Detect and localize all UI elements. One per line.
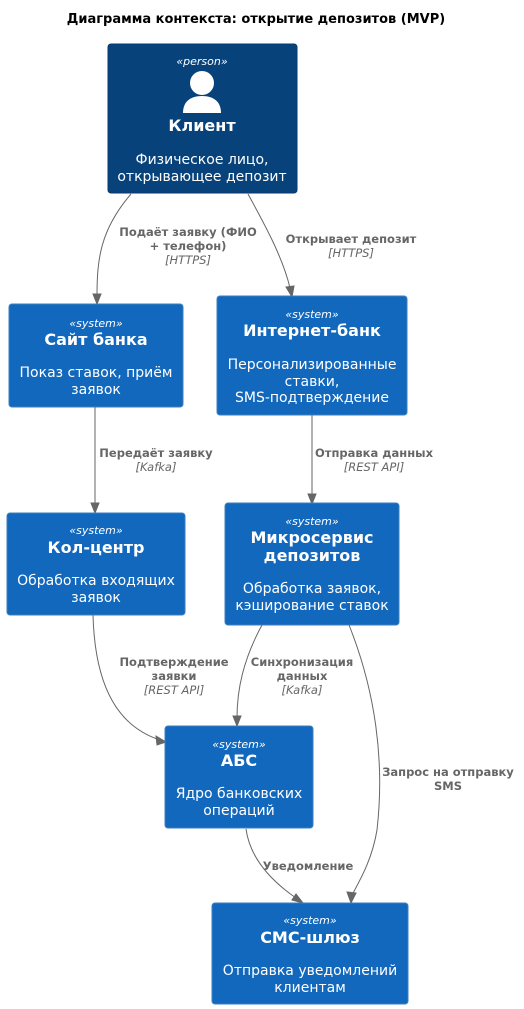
node-callcenter-desc-2: заявок [71,590,121,606]
edge-micro-sms-arrow [346,891,357,905]
edge-abs-sms [245,828,297,899]
person-icon [183,71,221,113]
node-sms-desc-2: клиентам [274,980,346,996]
node-site-stereotype: «system» [69,317,123,330]
node-micro-desc-2: кэширование ставок [235,598,388,614]
edge-label-micro-sms-2: SMS [434,779,462,793]
edge-label-callcenter-abs-2: заявки [152,669,197,683]
edge-callcenter-abs [92,614,161,741]
edge-client-ibank-arrow [285,285,295,299]
node-abs-desc-2: операций [203,803,275,819]
node-ibank-stereotype: «system» [285,308,339,321]
node-callcenter: «system» Кол-центр Обработка входящих за… [6,512,186,616]
edge-site-callcenter-arrow [90,502,100,515]
node-ibank-name: Интернет-банк [243,321,381,340]
node-micro-stereotype: «system» [285,515,339,528]
edge-tech-client-ibank: [HTTPS] [328,246,374,260]
edge-label-site-callcenter-1: Передаёт заявку [99,446,213,460]
edge-label-client-site-1: Подаёт заявку (ФИО [119,225,257,239]
node-callcenter-desc-1: Обработка входящих [17,573,175,589]
node-sms-stereotype: «system» [283,914,337,927]
edge-client-site [96,193,132,297]
edge-label-abs-sms-1: Уведомление [263,859,354,873]
edge-client-ibank [247,193,291,289]
node-callcenter-name: Кол-центр [48,538,145,557]
node-micro-name-2: депозитов [264,546,361,565]
node-site-box [8,303,184,408]
edge-client-site-arrow [92,293,102,306]
edge-label-micro-abs-2: данных [277,669,328,683]
edge-tech-callcenter-abs: [REST API] [144,683,204,697]
node-abs: «system» АБС Ядро банковских операций [164,725,314,829]
edge-labels: Подаёт заявку (ФИО + телефон) [HTTPS] От… [99,225,514,873]
edge-tech-micro-abs: [Kafka] [282,683,323,697]
edge-tech-site-callcenter: [Kafka] [136,460,177,474]
node-sms-desc-1: Отправка уведомлений [223,963,397,979]
edge-tech-client-site: [HTTPS] [165,253,211,267]
edge-label-ibank-micro-1: Отправка данных [315,446,434,460]
node-callcenter-box [6,512,186,616]
edge-label-client-ibank-1: Открывает депозит [286,232,417,246]
node-client-stereotype: «person» [176,55,227,68]
node-abs-stereotype: «system» [212,738,266,751]
edge-ibank-micro-arrow [307,493,317,506]
edge-callcenter-abs-arrow [155,735,168,746]
edge-tech-ibank-micro: [REST API] [344,460,404,474]
edge-label-micro-sms-1: Запрос на отправку [382,765,514,779]
node-sms: «system» СМС-шлюз Отправка уведомлений к… [211,902,409,1005]
node-site: «system» Сайт банка Показ ставок, приём … [8,303,184,408]
edges [90,193,381,905]
node-micro-name-1: Микросервис [250,528,373,547]
node-client-box [107,43,298,194]
node-ibank: «system» Интернет-банк Персонализированн… [216,295,408,416]
diagram-title: Диаграмма контекста: открытие депозитов … [67,12,445,27]
node-client-desc-2: открывающее депозит [117,169,286,185]
edge-abs-sms-arrow [291,893,305,904]
node-micro: «system» Микросервис депозитов Обработка… [224,502,400,626]
node-ibank-desc-2: ставки, [285,374,340,390]
node-ibank-desc-3: SMS-подтверждение [235,390,389,406]
node-client-desc-1: Физическое лицо, [136,152,269,168]
node-client: «person» Клиент Физическое лицо, открыва… [107,43,298,194]
edge-label-micro-abs-1: Синхронизация [251,655,353,669]
node-site-desc-2: заявок [71,382,121,398]
edge-label-client-site-2: + телефон) [150,239,227,253]
node-abs-box [164,725,314,829]
node-micro-box [224,502,400,626]
edge-micro-abs-arrow [232,715,242,728]
node-ibank-box [216,295,408,416]
node-ibank-desc-1: Персонализированные [228,357,397,373]
node-site-name: Сайт банка [44,330,147,349]
node-abs-desc-1: Ядро банковских [176,786,303,802]
edge-micro-sms [348,624,381,896]
node-site-desc-1: Показ ставок, приём [20,365,173,381]
node-abs-name: АБС [221,751,257,770]
node-micro-desc-1: Обработка заявок, [243,581,381,597]
node-client-name: Клиент [168,116,236,135]
node-sms-name: СМС-шлюз [260,928,360,947]
edge-micro-abs [236,624,263,719]
edge-label-callcenter-abs-1: Подтверждение [119,655,228,669]
node-callcenter-stereotype: «system» [69,524,123,537]
node-sms-box [211,902,409,1005]
